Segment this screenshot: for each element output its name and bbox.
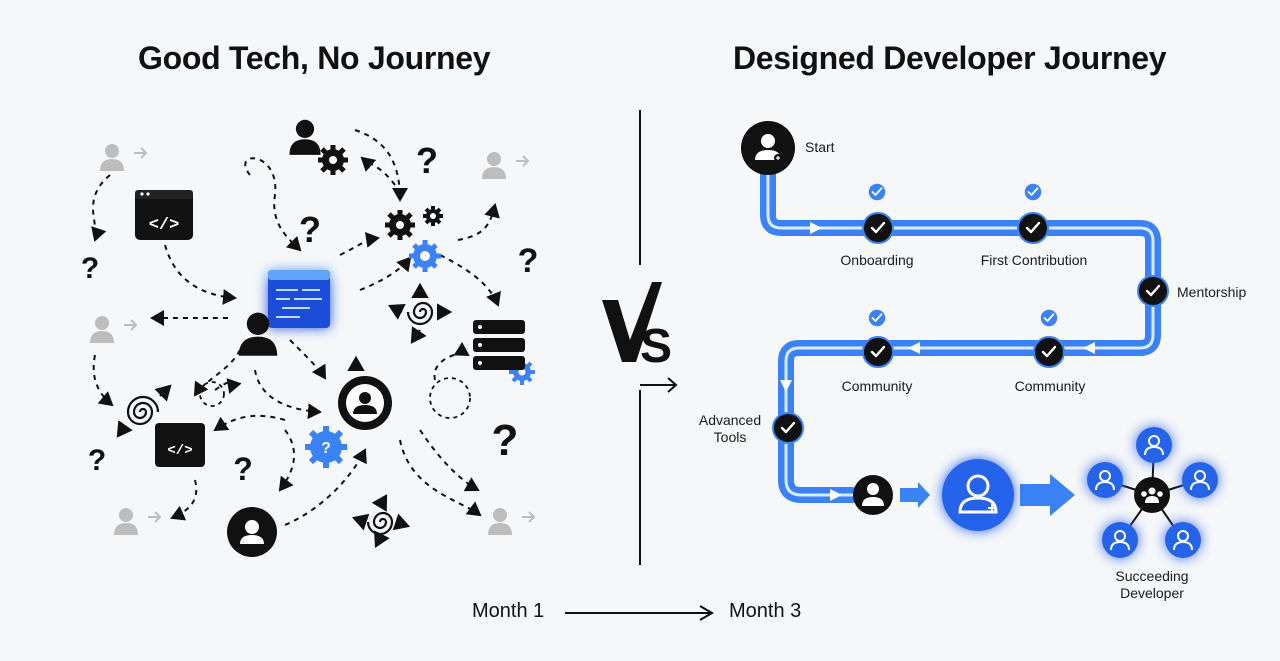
end-label-succeeding-developer: Succeeding Developer bbox=[1115, 568, 1189, 601]
code-window-icon: </> bbox=[155, 423, 205, 467]
svg-text:?: ? bbox=[233, 451, 253, 487]
code-window-icon: </> bbox=[135, 190, 193, 240]
server-icon bbox=[473, 320, 525, 370]
svg-text:?: ? bbox=[416, 140, 438, 181]
svg-text:?: ? bbox=[299, 209, 321, 250]
step-label-start: Start bbox=[805, 139, 835, 155]
developer-node-icon bbox=[853, 475, 893, 515]
svg-text:?: ? bbox=[88, 444, 106, 477]
code-editor-icon bbox=[268, 270, 330, 328]
svg-text:?: ? bbox=[492, 416, 519, 465]
vs-badge: S bbox=[602, 282, 672, 373]
step-label-onboarding: Onboarding bbox=[840, 252, 914, 268]
journey-path bbox=[760, 162, 1161, 503]
growing-developer-icon bbox=[942, 459, 1014, 531]
question-mark-icons: ? ? ? ? ? ? ? bbox=[81, 140, 539, 487]
svg-text:?: ? bbox=[518, 242, 539, 280]
user-circle-icon bbox=[227, 507, 277, 557]
network-member-icons bbox=[1087, 427, 1218, 558]
svg-text:</>: </> bbox=[167, 443, 192, 459]
grey-people bbox=[90, 144, 536, 535]
svg-text:?: ? bbox=[81, 252, 99, 285]
svg-text:</>: </> bbox=[149, 216, 180, 235]
people-icons bbox=[227, 119, 392, 557]
user-circle-icon bbox=[338, 376, 392, 430]
step-check-nodes bbox=[772, 212, 1169, 444]
spiral-icons bbox=[116, 282, 453, 548]
timeline-start-label: Month 1 bbox=[472, 600, 545, 622]
hub-icon bbox=[1134, 477, 1170, 513]
step-label-community-a: Community bbox=[1014, 378, 1086, 394]
step-label-community-b: Community bbox=[841, 378, 913, 394]
step-label-mentorship: Mentorship bbox=[1177, 284, 1247, 300]
step-label-advanced-tools: Advanced Tools bbox=[698, 412, 762, 445]
step-label-first-contribution: First Contribution bbox=[980, 252, 1088, 268]
right-title: Designed Developer Journey bbox=[733, 40, 1167, 76]
check-badge-icons bbox=[868, 183, 1058, 327]
timeline-end-label: Month 3 bbox=[729, 600, 802, 622]
svg-text:S: S bbox=[640, 320, 672, 373]
svg-text:?: ? bbox=[321, 440, 331, 457]
left-title: Good Tech, No Journey bbox=[138, 40, 491, 76]
start-node-icon bbox=[741, 121, 795, 175]
chaos-arrows bbox=[91, 129, 501, 526]
timeline-arrow bbox=[565, 605, 714, 621]
